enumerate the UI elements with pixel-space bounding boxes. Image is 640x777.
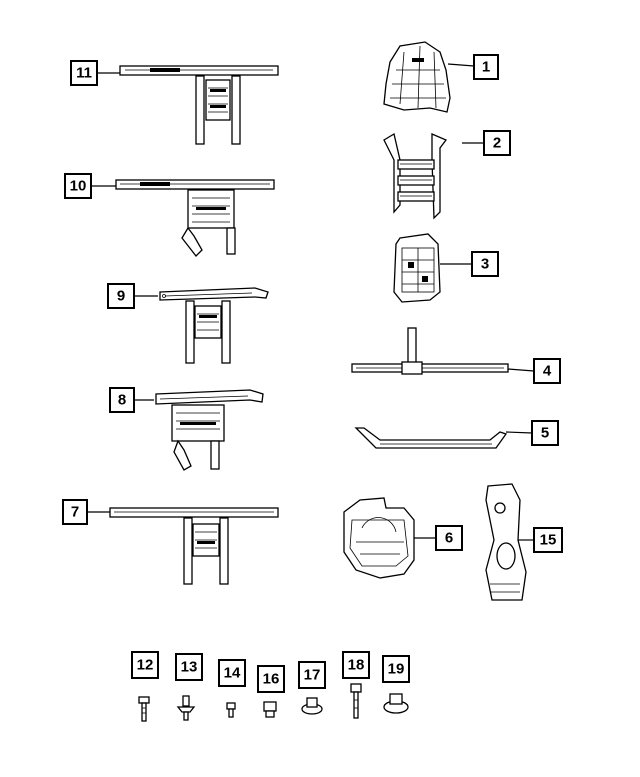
- callout-19: 19: [382, 655, 410, 683]
- part-6-housing: [343, 497, 415, 579]
- callout-9: 9: [107, 283, 135, 309]
- callout-label-13: 13: [181, 659, 198, 676]
- part-3-plate: [393, 233, 441, 303]
- callout-16: 16: [257, 665, 285, 693]
- callout-10: 10: [64, 173, 92, 199]
- fastener-19-nut: [383, 693, 409, 714]
- callout-label-1: 1: [482, 59, 490, 76]
- callout-label-7: 7: [71, 504, 79, 521]
- callout-13: 13: [175, 653, 203, 681]
- callout-label-3: 3: [481, 256, 489, 273]
- callout-label-17: 17: [304, 667, 321, 684]
- callout-label-2: 2: [493, 135, 501, 152]
- part-15-bracket: [485, 483, 527, 601]
- fastener-13-bolt: [176, 695, 196, 721]
- part-8-crossmember: [155, 389, 264, 471]
- callout-8: 8: [109, 387, 135, 413]
- part-7-crossmember: [109, 507, 279, 585]
- callout-label-18: 18: [348, 657, 365, 674]
- callout-1: 1: [473, 54, 499, 80]
- callout-label-10: 10: [70, 178, 87, 195]
- callout-4: 4: [533, 358, 561, 384]
- callout-label-6: 6: [445, 530, 453, 547]
- part-5-bar: [354, 427, 508, 449]
- callout-15: 15: [533, 527, 563, 553]
- callout-11: 11: [70, 60, 98, 86]
- part-9-crossmember: [159, 287, 269, 364]
- callout-label-14: 14: [224, 665, 241, 682]
- callout-7: 7: [62, 499, 88, 525]
- callout-label-4: 4: [543, 363, 552, 380]
- callout-label-19: 19: [388, 661, 405, 678]
- part-4-crossbar: [351, 327, 509, 375]
- callout-label-15: 15: [540, 532, 557, 549]
- fastener-18-bolt: [350, 683, 362, 719]
- leader-lines: [87, 63, 535, 541]
- callout-label-12: 12: [137, 657, 154, 674]
- part-10-crossmember: [115, 179, 275, 257]
- callout-5: 5: [531, 420, 559, 446]
- callout-label-11: 11: [76, 65, 92, 82]
- callout-12: 12: [131, 651, 159, 679]
- part-11-crossmember: [119, 65, 279, 145]
- callout-label-5: 5: [541, 425, 549, 442]
- callout-label-16: 16: [263, 671, 280, 688]
- fastener-14-bolt: [226, 702, 236, 718]
- fastener-17-nut: [301, 697, 323, 715]
- callout-6: 6: [435, 525, 463, 551]
- fastener-16-nut: [263, 701, 277, 718]
- callout-17: 17: [298, 661, 326, 689]
- callout-18: 18: [342, 651, 370, 679]
- part-1-skid-plate: [383, 41, 451, 113]
- callout-label-9: 9: [117, 288, 125, 305]
- callout-label-8: 8: [118, 392, 126, 409]
- callout-14: 14: [218, 659, 246, 687]
- part-2-bracket: [383, 132, 448, 220]
- callout-2: 2: [483, 130, 511, 156]
- callout-3: 3: [471, 251, 499, 277]
- fastener-12-bolt: [138, 696, 150, 722]
